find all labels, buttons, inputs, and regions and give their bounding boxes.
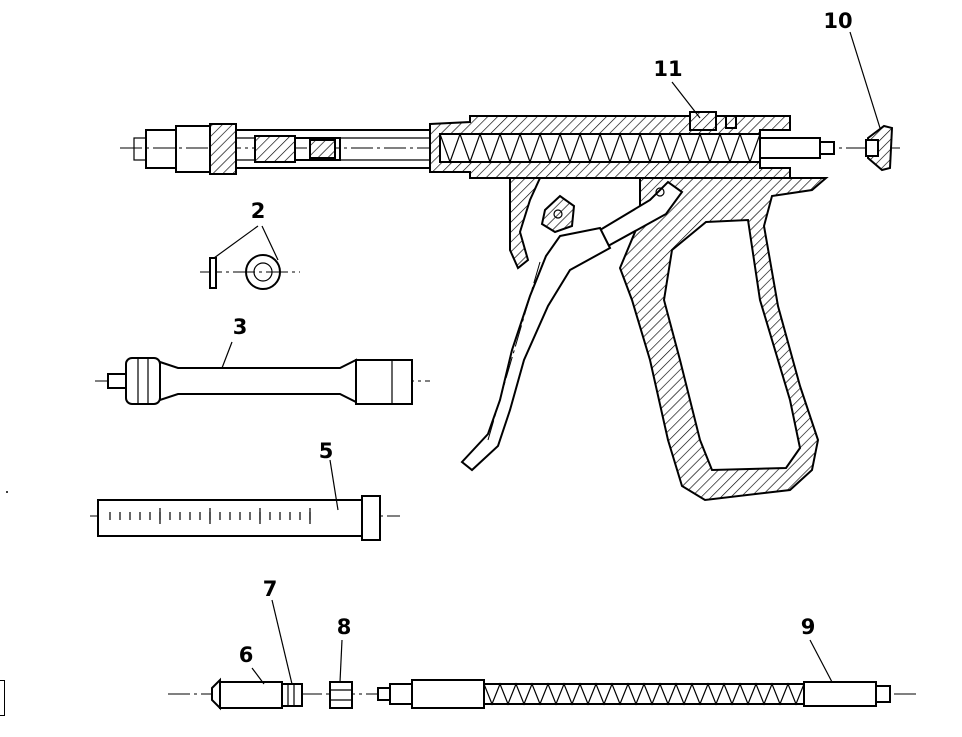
pivot-block: [540, 194, 576, 234]
label-2: 2: [251, 199, 266, 223]
label-8: 8: [337, 615, 352, 639]
stray-dot: [6, 491, 8, 493]
label-7: 7: [263, 577, 278, 601]
part-6-sleeve: [211, 677, 283, 711]
gun-nozzle: [133, 123, 437, 175]
graduation-ticks: [109, 508, 311, 524]
part-2-washers: [200, 225, 300, 290]
label-9: 9: [801, 615, 816, 639]
label-6: 6: [239, 643, 254, 667]
plunger-head: [850, 124, 900, 172]
leader-10: [849, 31, 881, 129]
gun-housing: [429, 111, 835, 179]
label-3: 3: [233, 315, 248, 339]
pistol-grip: [618, 177, 829, 502]
part-8-collar: [329, 681, 353, 709]
part-5-graduated-barrel: [90, 459, 400, 541]
frame-edge: [0, 680, 5, 716]
locking-screw: [689, 111, 717, 131]
label-11: 11: [653, 57, 682, 81]
trigger-lever: [460, 226, 612, 472]
label-5: 5: [319, 439, 334, 463]
gun-assembly: [120, 111, 900, 502]
front-lug: [509, 177, 542, 270]
bottom-row-parts: [168, 599, 916, 711]
label-10: 10: [823, 9, 852, 33]
part-7-nut: [281, 683, 303, 707]
leader-11: [671, 81, 701, 119]
part-9-plunger-spring-rod: [377, 679, 891, 709]
drive-spring: [439, 132, 761, 164]
part-3-plunger-rod: [95, 341, 430, 405]
